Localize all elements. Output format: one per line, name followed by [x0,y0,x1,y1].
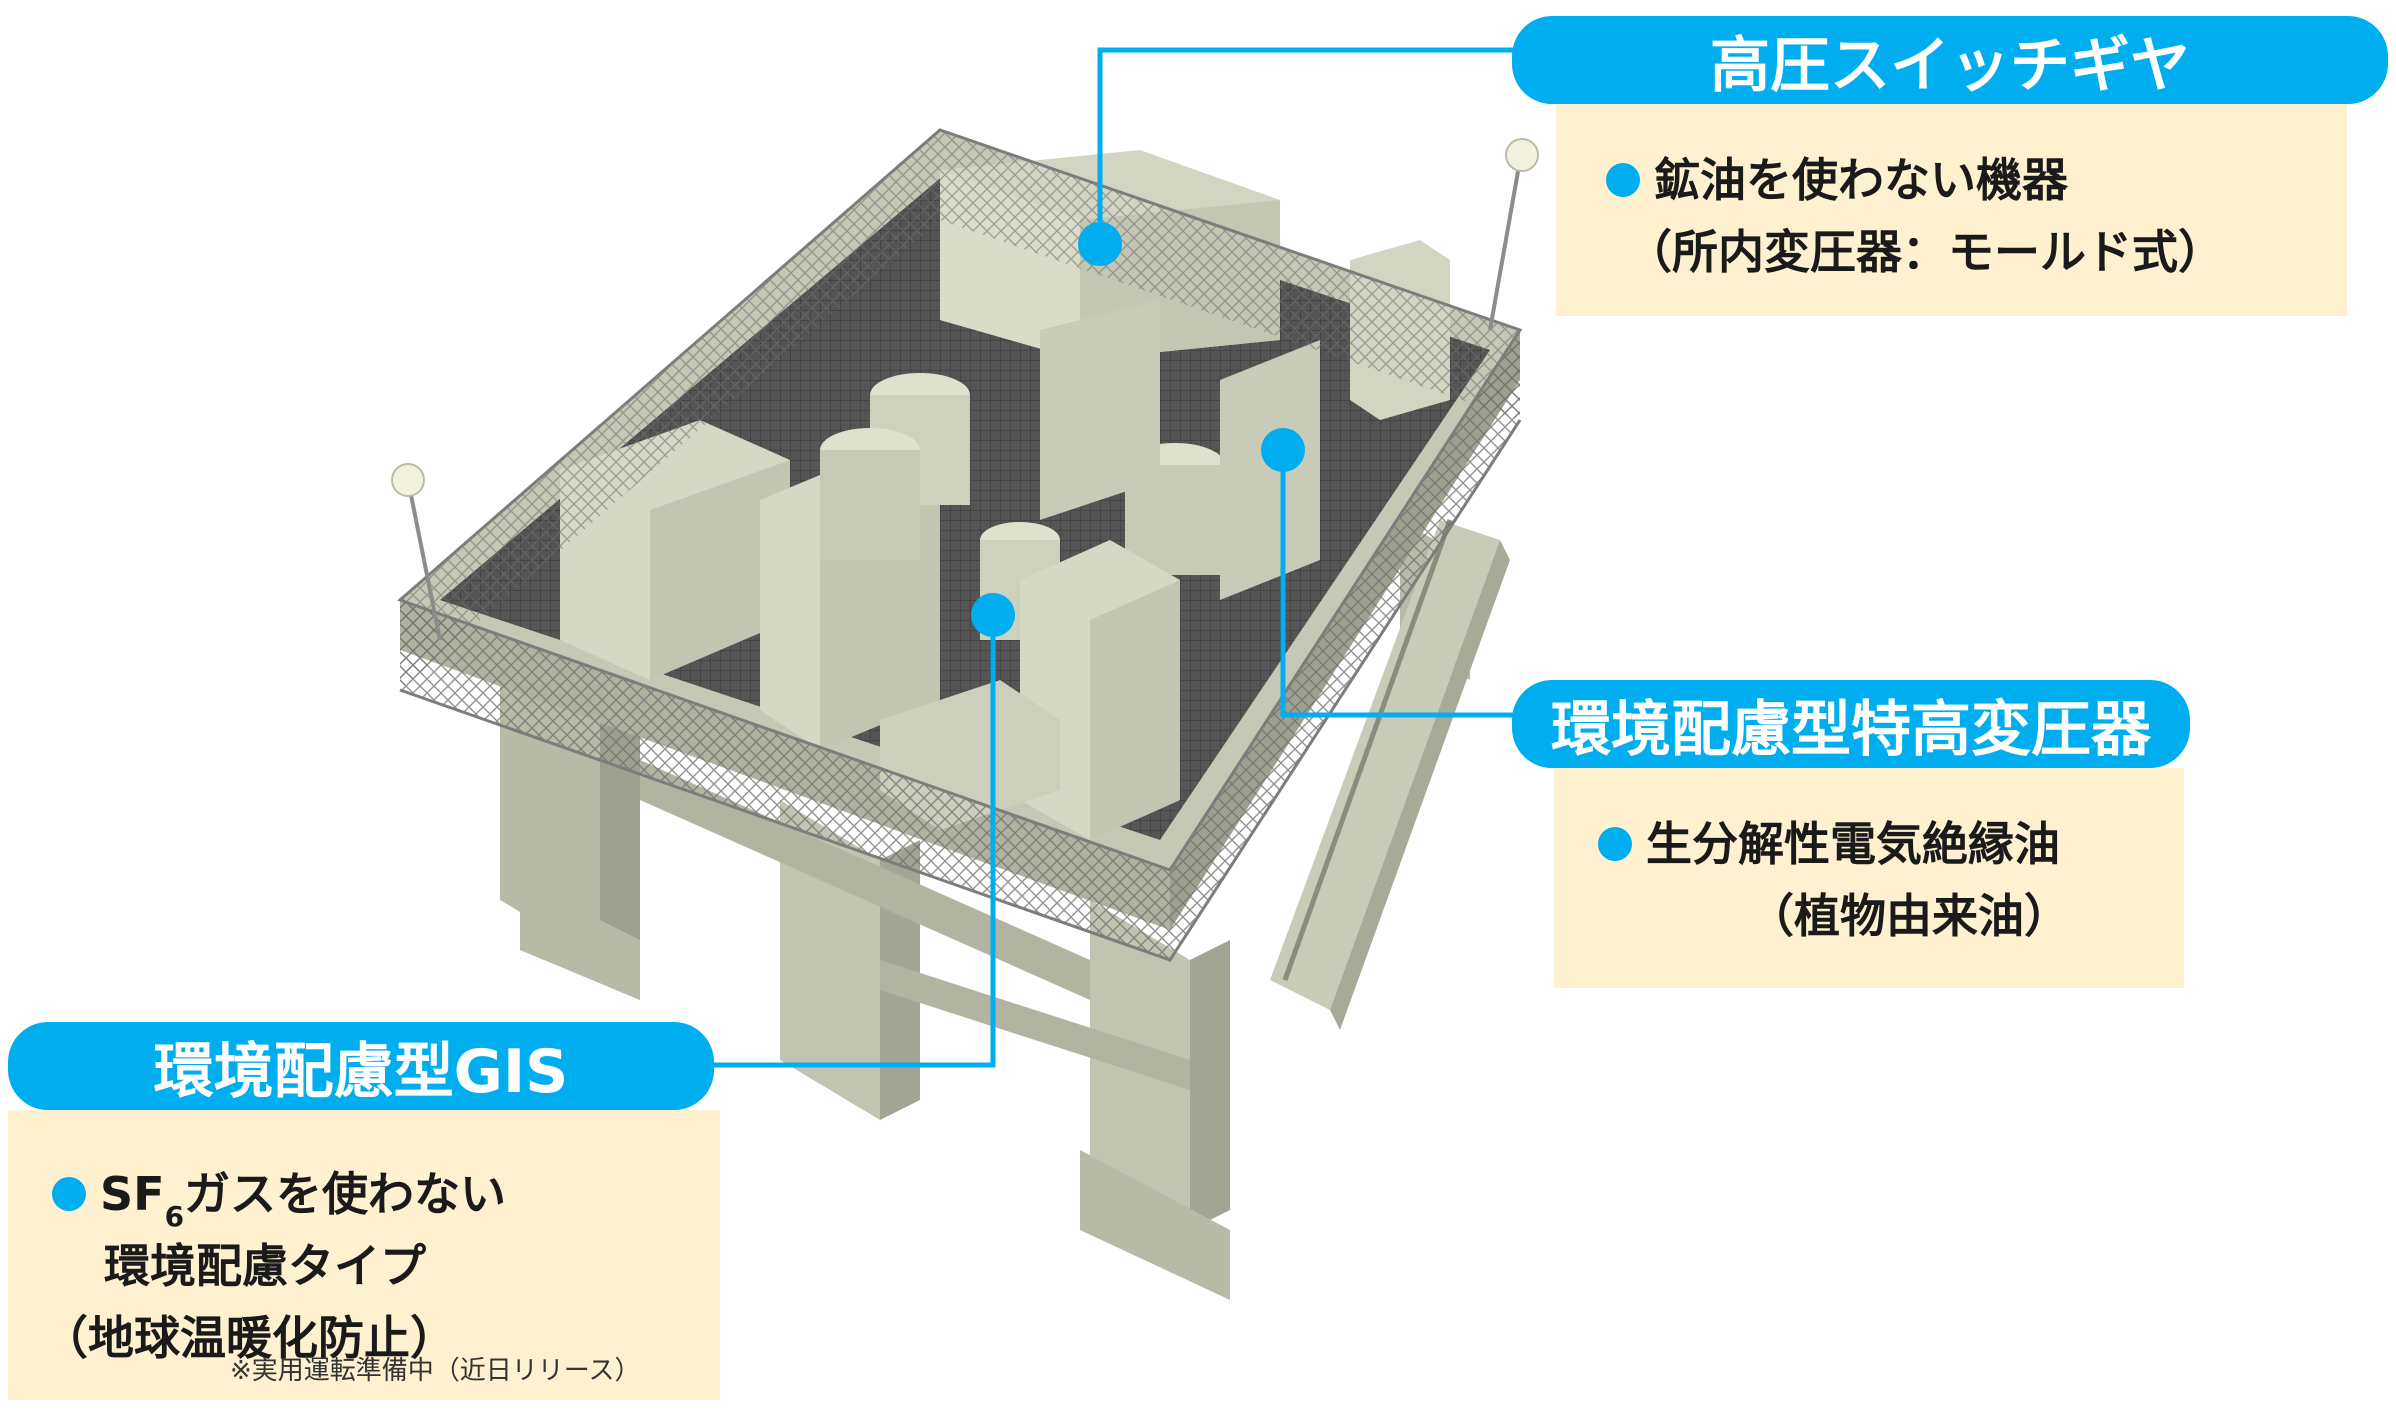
transformer-title: 環境配慮型特高変圧器 [1512,680,2190,768]
gis-line1-subscript: 6 [164,1200,185,1234]
switchgear-title: 高圧スイッチギヤ [1512,16,2388,104]
gis-description: SF6ガスを使わない 環境配慮タイプ （地球温暖化防止） ※実用運転準備中（近日… [8,1110,720,1400]
connector-dots [971,222,1305,637]
lamp-posts [391,138,1539,641]
gis-line1-prefix: SF [100,1167,165,1221]
gis-title: 環境配慮型GIS [8,1022,714,1110]
switchgear-line1: 鉱油を使わない機器 [1654,153,2068,207]
gis-note: ※実用運転準備中（近日リリース） [230,1356,641,1386]
transformer-line1: 生分解性電気絶縁油 [1646,817,2060,871]
transformer-description: 生分解性電気絶縁油 （植物由来油） [1554,768,2184,988]
bullet-icon [1606,162,1640,197]
connector-lines [700,47,1520,1068]
support-structure [500,519,1510,1300]
gis-line2: 環境配慮タイプ [104,1239,426,1293]
switchgear-line2: （所内変圧器：モールド式） [1626,225,2224,279]
gis-line1-suffix: ガスを使わない [184,1167,507,1221]
switchgear-description: 鉱油を使わない機器 （所内変圧器：モールド式） [1556,104,2347,316]
gis-line3: （地球温暖化防止） [42,1311,456,1365]
bullet-icon [52,1176,86,1211]
transformer-line2: （植物由来油） [1748,889,2070,943]
bullet-icon [1598,826,1632,861]
fence [397,128,1523,962]
